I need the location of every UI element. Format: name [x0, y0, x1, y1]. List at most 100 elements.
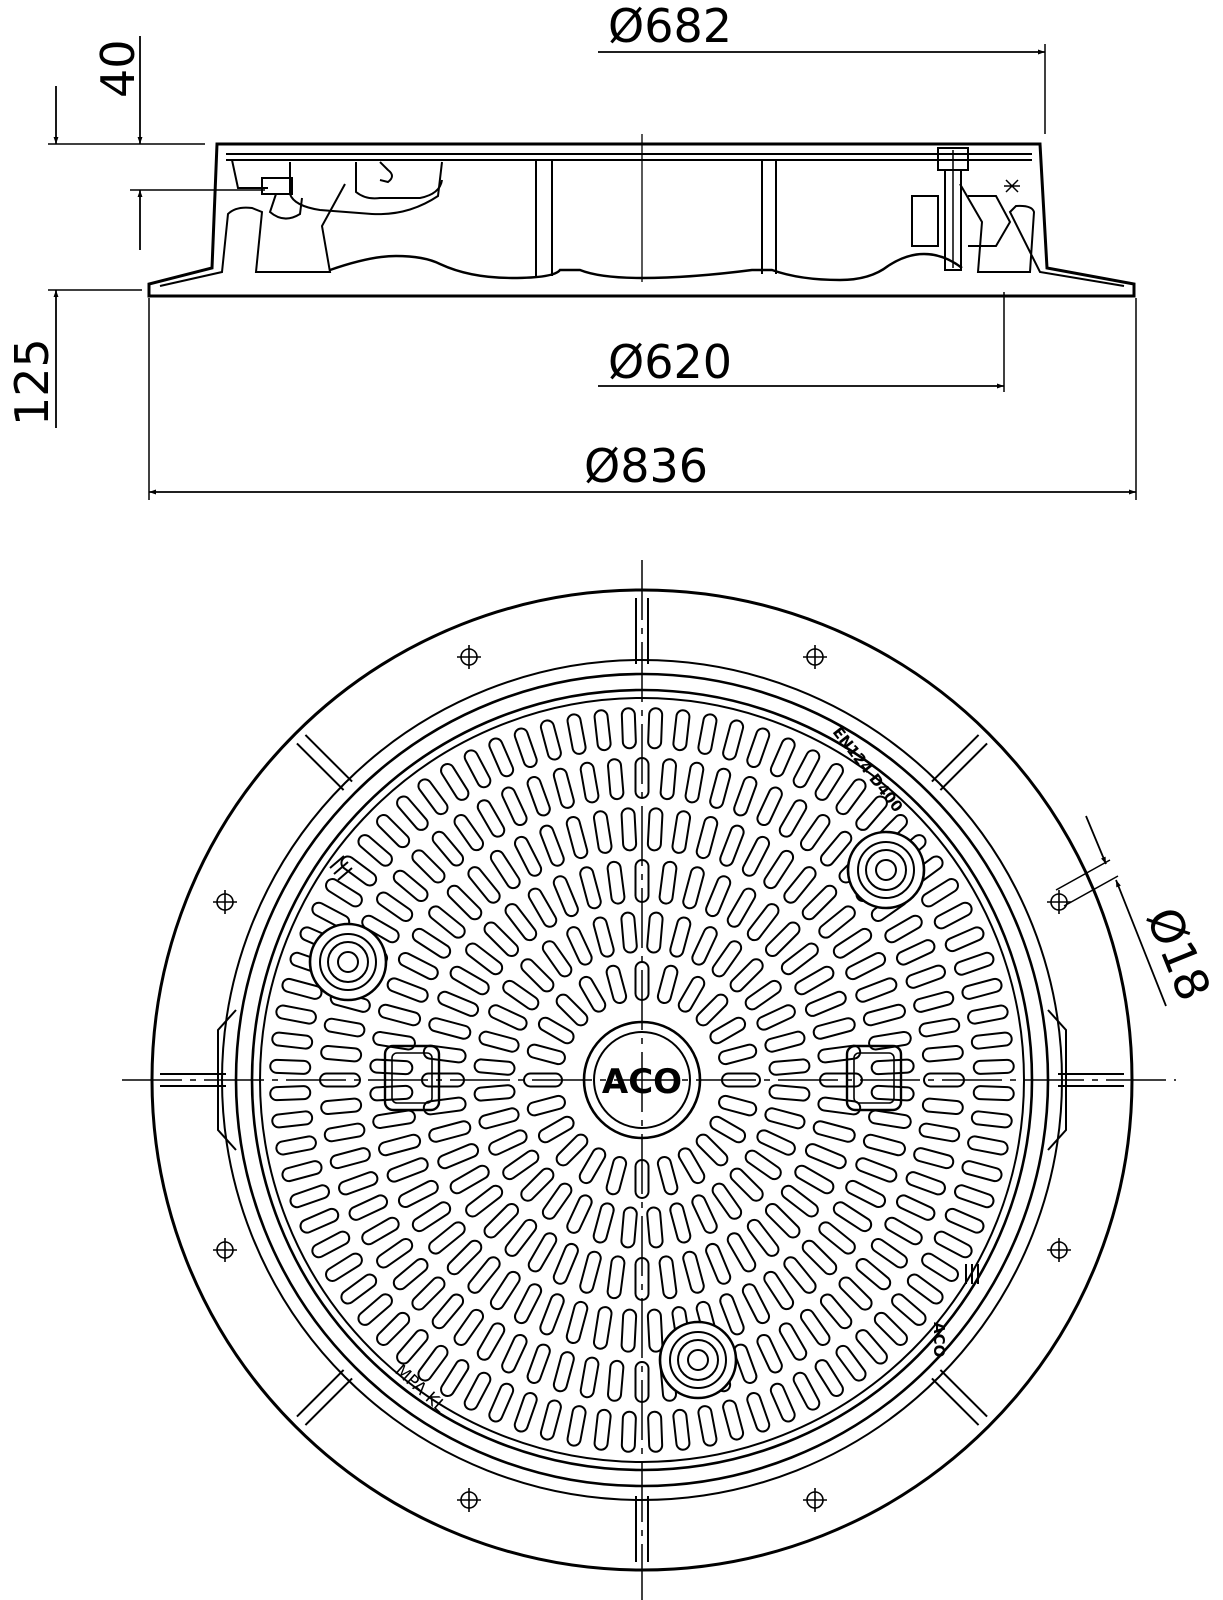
- drainage-slot: [411, 849, 446, 884]
- drainage-slot: [376, 1311, 411, 1346]
- drainage-slot: [422, 1044, 467, 1064]
- frame-inner-flange: [159, 183, 1125, 287]
- drainage-slot: [552, 767, 575, 809]
- drainage-slot: [923, 1072, 965, 1088]
- drainage-slot: [746, 1392, 771, 1433]
- drainage-slot: [794, 1164, 835, 1195]
- drainage-slot: [794, 965, 835, 996]
- drainage-slot: [970, 1110, 1013, 1129]
- drainage-slot: [271, 1110, 314, 1129]
- drainage-slot: [868, 1030, 912, 1051]
- frame-rim-circle: [221, 659, 1063, 1501]
- drainage-slot: [756, 1333, 783, 1374]
- drainage-slot: [792, 1371, 821, 1411]
- drainage-slot: [566, 1194, 593, 1234]
- drainage-slot: [855, 795, 888, 831]
- drainage-slot: [764, 1202, 801, 1239]
- drainage-slot: [463, 749, 492, 789]
- drainage-slot: [520, 958, 555, 993]
- drainage-slot: [592, 916, 615, 958]
- drainage-slot: [719, 1293, 745, 1336]
- drainage-slot: [726, 887, 757, 928]
- drainage-slot: [527, 1232, 558, 1273]
- drainage-slot: [417, 778, 449, 816]
- drainage-slot: [906, 1273, 944, 1305]
- drainage-slot: [763, 849, 795, 890]
- drainage-slot: [473, 1084, 516, 1102]
- drainage-slot: [744, 979, 782, 1011]
- drainage-slot: [488, 737, 515, 778]
- drainage-slot: [884, 914, 923, 944]
- drainage-slot: [695, 1133, 729, 1167]
- drainage-slot: [868, 1109, 912, 1130]
- drainage-slot: [449, 1164, 490, 1195]
- drainage-slot: [746, 727, 771, 768]
- drainage-slot: [396, 795, 429, 831]
- drainage-slot: [578, 1147, 607, 1185]
- drainage-slot: [392, 869, 429, 903]
- drainage-slot: [921, 1045, 964, 1063]
- right-lug: [1047, 1009, 1067, 1151]
- logo-plate-outer: [582, 1020, 702, 1140]
- drainage-slot: [695, 993, 729, 1027]
- drainage-slot: [763, 1270, 795, 1311]
- drainage-slot: [504, 1218, 538, 1257]
- drainage-slot: [501, 1333, 528, 1374]
- drainage-slot: [606, 860, 626, 905]
- drainage-slot: [838, 1276, 873, 1311]
- dim-18-arrow-1: [1085, 815, 1107, 865]
- drainage-slot: [792, 749, 821, 789]
- drainage-slot: [620, 807, 638, 852]
- drainage-slot: [682, 866, 705, 910]
- drainage-slot: [299, 1207, 340, 1234]
- drainage-slot: [722, 1399, 745, 1441]
- cover-bottom-wave: [329, 252, 963, 282]
- drainage-slot: [658, 860, 678, 905]
- drainage-slot: [819, 1293, 853, 1330]
- locking-bolt-boss-left: [308, 922, 388, 1002]
- drainage-slot: [705, 875, 732, 918]
- drainage-slot: [378, 1133, 422, 1157]
- drainage-slot: [870, 1084, 915, 1102]
- drainage-slot: [396, 1329, 429, 1365]
- cover-edge-circle: [259, 697, 1025, 1463]
- drainage-slot: [697, 1405, 718, 1447]
- drainage-slot: [814, 1359, 844, 1397]
- drainage-slot: [921, 1252, 959, 1282]
- drainage-slot: [607, 1359, 625, 1402]
- drainage-slot: [502, 979, 540, 1011]
- drainage-slot: [817, 1096, 862, 1116]
- drainage-slot: [756, 1129, 796, 1156]
- drainage-slot: [913, 1147, 955, 1170]
- drainage-slot: [769, 737, 796, 778]
- drainage-slot: [348, 1194, 389, 1221]
- drainage-slot: [392, 1257, 429, 1291]
- drainage-slot: [340, 855, 378, 887]
- drainage-slot: [357, 834, 393, 867]
- drainage-slot: [539, 1293, 565, 1336]
- drainage-slot: [783, 1256, 817, 1294]
- drainage-slot: [744, 1149, 782, 1181]
- drainage-slot: [361, 914, 400, 944]
- hatch-mark-top: [329, 855, 353, 881]
- drainage-slot: [658, 1255, 678, 1300]
- drainage-slot: [818, 1221, 856, 1255]
- drainage-slot: [764, 1107, 806, 1130]
- drainage-slot: [421, 1072, 465, 1088]
- drainage-slot: [711, 940, 743, 978]
- drainage-slot: [555, 1133, 589, 1167]
- drainage-slot: [972, 1058, 1015, 1075]
- dim-18-arrow-2: [1115, 879, 1167, 1007]
- drainage-slot: [780, 1184, 819, 1218]
- drainage-slot: [812, 1120, 856, 1143]
- drainage-slot: [453, 814, 485, 852]
- drainage-slot: [488, 1129, 528, 1156]
- drainage-slot: [446, 1239, 483, 1276]
- drainage-slot: [817, 1044, 862, 1064]
- drainage-slot: [526, 1094, 566, 1117]
- drainage-slot: [275, 1004, 317, 1025]
- drainage-slot: [467, 866, 501, 904]
- drainage-slot: [835, 778, 867, 816]
- drainage-slot: [954, 951, 995, 976]
- drainage-slot: [422, 1096, 467, 1116]
